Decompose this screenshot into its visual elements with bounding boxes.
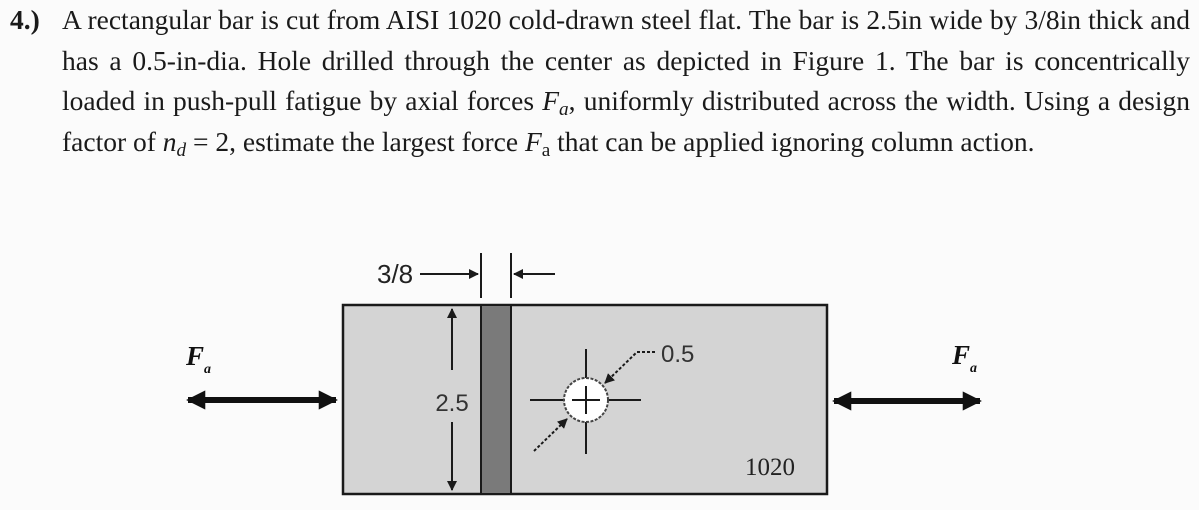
force-symbol: F — [542, 85, 560, 116]
thickness-dimension: 3/8 — [377, 253, 555, 298]
hole-diameter-label: 0.5 — [661, 341, 694, 368]
width-dimension: 2.5 — [435, 308, 469, 491]
hole-diameter-arrow-lower-icon — [533, 418, 568, 452]
hole-diameter-leader-icon — [604, 351, 655, 384]
problem-text: A rectangular bar is cut from AISI 1020 … — [62, 0, 1190, 162]
left-force-label: Fa — [185, 341, 211, 377]
design-factor-symbol: n — [162, 125, 177, 157]
left-force: Fa — [185, 341, 338, 410]
design-factor-subscript: d — [176, 139, 187, 161]
material-label: 1020 — [745, 454, 795, 481]
force-subscript-2: a — [541, 139, 551, 161]
problem-number: 4.) — [10, 4, 40, 35]
hole: 0.5 — [530, 341, 694, 454]
problem-text-part-2: , uniformly distributed across the width… — [62, 85, 1191, 157]
right-force-label: Fa — [951, 340, 977, 376]
problem-statement: 4.) A rectangular bar is cut from AISI 1… — [10, 0, 1190, 162]
bar-edge-strip — [480, 304, 512, 495]
force-symbol-2: F — [524, 125, 542, 157]
width-label: 2.5 — [435, 390, 468, 417]
problem-text-part-3: = 2, estimate the largest force — [186, 125, 525, 157]
thickness-label: 3/8 — [377, 259, 413, 289]
problem-text-part-4: that can be applied ignoring column acti… — [550, 125, 1035, 157]
force-subscript: a — [559, 98, 569, 120]
problem-text-part-1: A rectangular bar is cut from AISI 1020 … — [62, 4, 1190, 116]
right-force: Fa — [832, 340, 982, 411]
